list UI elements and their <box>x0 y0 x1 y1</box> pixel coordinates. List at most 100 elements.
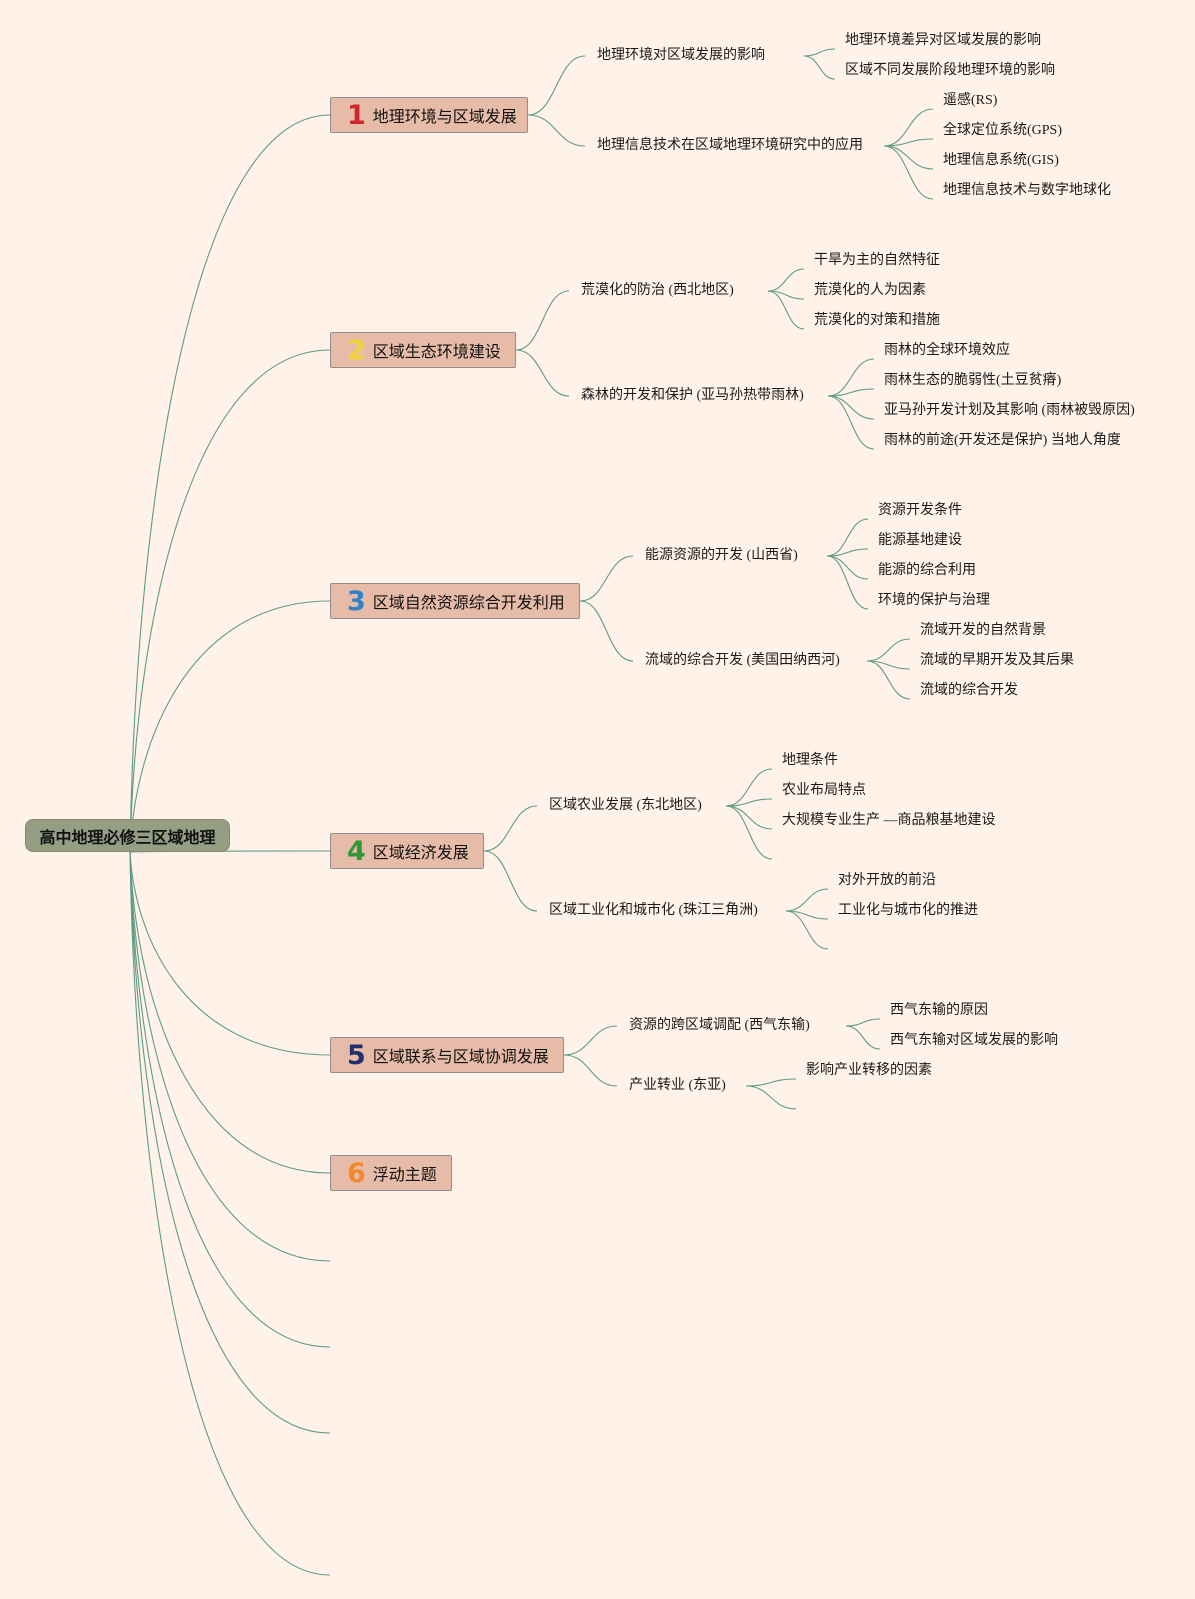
leaf-link <box>725 805 773 830</box>
subtopic-link <box>515 349 570 397</box>
leaf-item[interactable]: 荒漠化的人为因素 <box>814 283 926 298</box>
topic-number-4: 4 <box>347 835 366 867</box>
leaf-item[interactable]: 影响产业转移的因素 <box>806 1063 932 1078</box>
leaf-link <box>866 638 911 662</box>
topic-4[interactable]: 4 区域经济发展 <box>330 833 484 869</box>
leaf-link <box>785 888 829 912</box>
subtopic-link <box>563 1054 618 1087</box>
leaf-link <box>866 660 911 700</box>
leaf-link <box>827 358 875 397</box>
leaf-link <box>725 805 773 860</box>
empty-branch-1 <box>129 851 331 1262</box>
topic-5[interactable]: 5 区域联系与区域协调发展 <box>330 1037 564 1073</box>
leaf-link <box>827 388 875 397</box>
leaf-item[interactable]: 区域不同发展阶段地理环境的影响 <box>845 63 1055 78</box>
leaf-link <box>725 768 773 807</box>
leaf-link <box>725 798 773 807</box>
topic-label: 区域联系与区域协调发展 <box>372 1047 549 1066</box>
topic-label: 区域生态环境建设 <box>372 342 501 361</box>
leaf-item[interactable]: 流域的早期开发及其后果 <box>920 653 1074 668</box>
subtopic-link <box>563 1025 618 1056</box>
leaf-item[interactable]: 全球定位系统(GPS) <box>943 123 1063 138</box>
subtopic[interactable]: 流域的综合开发 (美国田纳西河) <box>645 653 840 668</box>
leaf-item[interactable]: 大规模专业生产 —商品粮基地建设 <box>782 813 996 828</box>
leaf-item[interactable]: 西气东输对区域发展的影响 <box>890 1033 1058 1048</box>
leaf-link <box>826 518 869 557</box>
leaf-link <box>785 910 829 950</box>
root-link-6 <box>129 851 331 1174</box>
leaf-link <box>845 1018 881 1027</box>
subtopic-link <box>579 555 634 602</box>
leaf-link <box>845 1025 881 1050</box>
leaf-item[interactable]: 对外开放的前沿 <box>838 873 936 888</box>
topic-number-2: 2 <box>347 334 366 366</box>
leaf-link <box>745 1078 797 1087</box>
leaf-link <box>826 548 869 557</box>
leaf-link <box>745 1085 797 1110</box>
empty-branch-3 <box>129 851 331 1434</box>
topic-1[interactable]: 1 地理环境与区域发展 <box>330 97 528 133</box>
subtopic[interactable]: 森林的开发和保护 (亚马孙热带雨林) <box>581 388 804 403</box>
subtopic-link <box>483 805 538 852</box>
leaf-item[interactable]: 环境的保护与治理 <box>878 593 990 608</box>
leaf-item[interactable]: 农业布局特点 <box>782 783 866 798</box>
leaf-item[interactable]: 资源开发条件 <box>878 503 962 518</box>
leaf-link <box>826 555 869 580</box>
leaf-item[interactable]: 干旱为主的自然特征 <box>814 253 940 268</box>
subtopic-link <box>515 290 570 351</box>
root-link-1 <box>129 114 331 853</box>
topic-number-1: 1 <box>347 99 366 131</box>
leaf-item[interactable]: 流域开发的自然背景 <box>920 623 1046 638</box>
leaf-item[interactable]: 能源基地建设 <box>878 533 962 548</box>
subtopic[interactable]: 地理信息技术在区域地理环境研究中的应用 <box>597 138 863 153</box>
topic-number-6: 6 <box>347 1157 366 1189</box>
leaf-link <box>803 48 836 57</box>
subtopic-link <box>527 55 586 116</box>
leaf-item[interactable]: 流域的综合开发 <box>920 683 1018 698</box>
leaf-link <box>803 55 836 80</box>
leaf-link <box>826 555 869 610</box>
leaf-item[interactable]: 雨林生态的脆弱性(土豆贫瘠) <box>884 373 1062 388</box>
leaf-link <box>883 108 934 147</box>
leaf-item[interactable]: 西气东输的原因 <box>890 1003 988 1018</box>
leaf-link <box>767 268 805 292</box>
empty-branch-4 <box>129 851 331 1576</box>
leaf-item[interactable]: 荒漠化的对策和措施 <box>814 313 940 328</box>
topic-number-5: 5 <box>347 1039 366 1071</box>
subtopic-link <box>527 114 586 147</box>
leaf-item[interactable]: 雨林的全球环境效应 <box>884 343 1010 358</box>
topic-2[interactable]: 2 区域生态环境建设 <box>330 332 516 368</box>
root-link-3 <box>129 600 331 853</box>
leaf-link <box>767 290 805 330</box>
subtopic[interactable]: 能源资源的开发 (山西省) <box>645 548 798 563</box>
topic-label: 地理环境与区域发展 <box>372 107 517 126</box>
leaf-item[interactable]: 地理环境差异对区域发展的影响 <box>845 33 1041 48</box>
leaf-item[interactable]: 能源的综合利用 <box>878 563 976 578</box>
central-topic[interactable]: 高中地理必修三区域地理 <box>25 819 230 852</box>
subtopic[interactable]: 区域农业发展 (东北地区) <box>549 798 702 813</box>
leaf-item[interactable]: 地理条件 <box>782 753 838 768</box>
leaf-item[interactable]: 工业化与城市化的推进 <box>838 903 978 918</box>
subtopic[interactable]: 区域工业化和城市化 (珠江三角洲) <box>549 903 758 918</box>
leaf-link <box>827 395 875 420</box>
leaf-link <box>827 395 875 450</box>
topic-label: 浮动主题 <box>372 1165 437 1184</box>
leaf-link <box>883 145 934 170</box>
leaf-item[interactable]: 地理信息系统(GIS) <box>943 153 1059 168</box>
leaf-item[interactable]: 亚马孙开发计划及其影响 (雨林被毁原因) <box>884 403 1135 418</box>
subtopic[interactable]: 荒漠化的防治 (西北地区) <box>581 283 734 298</box>
subtopic[interactable]: 产业转业 (东亚) <box>629 1078 726 1093</box>
leaf-link <box>883 138 934 147</box>
leaf-item[interactable]: 雨林的前途(开发还是保护) 当地人角度 <box>884 433 1121 448</box>
root-link-5 <box>129 851 331 1056</box>
topic-label: 区域经济发展 <box>372 843 469 862</box>
topic-6[interactable]: 6 浮动主题 <box>330 1155 452 1191</box>
leaf-item[interactable]: 遥感(RS) <box>943 93 998 108</box>
leaf-item[interactable]: 地理信息技术与数字地球化 <box>943 183 1111 198</box>
topic-number-3: 3 <box>347 585 366 617</box>
subtopic[interactable]: 地理环境对区域发展的影响 <box>597 48 765 63</box>
empty-branch-2 <box>129 851 331 1348</box>
subtopic[interactable]: 资源的跨区域调配 (西气东输) <box>629 1018 810 1033</box>
